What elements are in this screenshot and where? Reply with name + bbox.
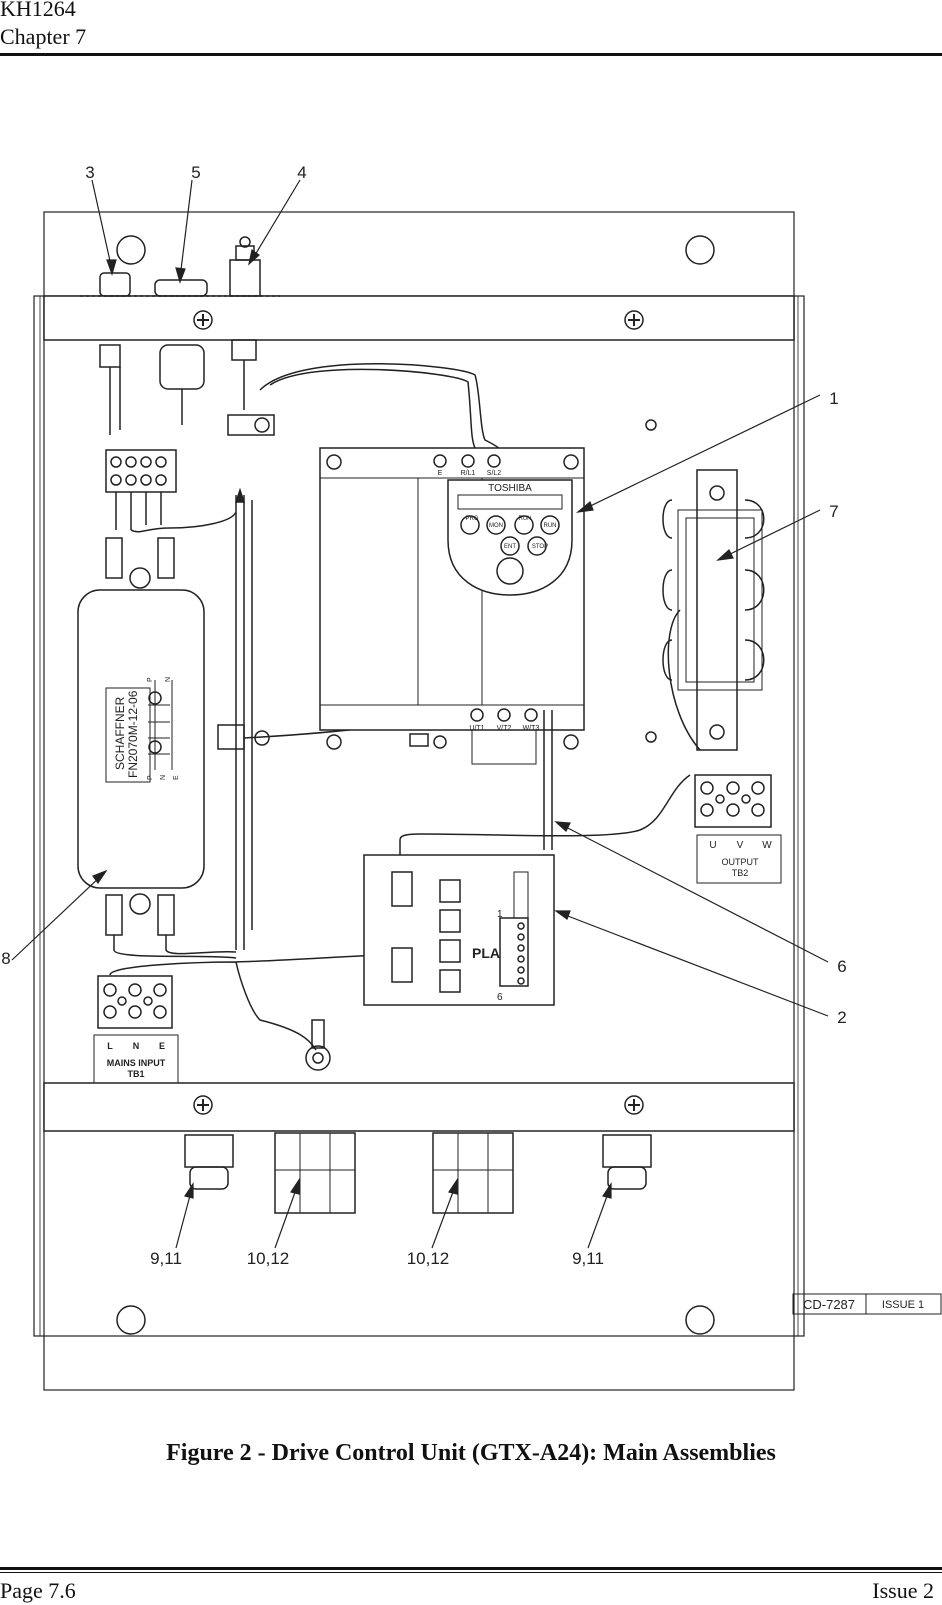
callout-6: 6 bbox=[837, 957, 846, 976]
callout-10-12-right: 10,12 bbox=[407, 1249, 450, 1268]
header-rule bbox=[0, 53, 942, 56]
output-phase-w: W bbox=[762, 840, 772, 851]
filter-pin-p-top: P bbox=[147, 677, 154, 682]
callout-4: 4 bbox=[297, 163, 306, 182]
callout-10-12-left: 10,12 bbox=[247, 1249, 290, 1268]
output-phase-u: U bbox=[709, 840, 716, 851]
mounting-hole bbox=[116, 1305, 146, 1335]
rail-screw bbox=[193, 1095, 213, 1115]
cable-gland bbox=[432, 1132, 514, 1214]
pla-pin-1: 1 bbox=[497, 909, 503, 920]
keypad-stop: STOP bbox=[532, 544, 548, 550]
pla-label: PLA bbox=[472, 945, 500, 961]
page-number: Page 7.6 bbox=[0, 1578, 76, 1603]
output-terminal-block bbox=[694, 774, 772, 828]
mounting-hole bbox=[685, 1305, 715, 1335]
pla-pin-6: 6 bbox=[497, 992, 503, 1003]
issue-label: Issue 2 bbox=[872, 1578, 934, 1603]
filter-pin-n-top: N bbox=[165, 677, 172, 682]
callout-9-11-left: 9,11 bbox=[150, 1249, 182, 1268]
enclosure-outline bbox=[43, 211, 795, 1391]
keypad-run-indicator: RUN bbox=[519, 516, 532, 522]
busbar-bracket bbox=[696, 469, 738, 751]
mains-phase-e: E bbox=[159, 1041, 165, 1051]
output-id: TB2 bbox=[732, 868, 749, 878]
inverter-brand: TOSHIBA bbox=[488, 483, 532, 494]
drawing-issue: ISSUE 1 bbox=[882, 1299, 924, 1311]
mains-phase-n: N bbox=[133, 1041, 140, 1051]
mounting-hole bbox=[685, 235, 715, 265]
terminal-s-l2: S/L2 bbox=[487, 470, 502, 477]
filter-pin-n-bottom: N bbox=[160, 775, 167, 780]
keypad-run: RUN bbox=[544, 523, 557, 529]
terminal-e: E bbox=[438, 470, 443, 477]
filter-pin-p-bottom: P bbox=[147, 775, 154, 780]
mounting-hole bbox=[116, 235, 146, 265]
earth-lug bbox=[305, 1045, 331, 1071]
emc-filter bbox=[77, 589, 205, 889]
cable-gland bbox=[184, 1134, 234, 1168]
callout-5: 5 bbox=[191, 163, 200, 182]
footer-rule bbox=[0, 1567, 942, 1570]
callout-7: 7 bbox=[829, 502, 838, 521]
output-phase-v: V bbox=[737, 840, 744, 851]
callout-3: 3 bbox=[85, 163, 94, 182]
keypad-ent: ENT bbox=[504, 544, 516, 550]
chapter-label: Chapter 7 bbox=[0, 24, 87, 49]
callout-9-11-right: 9,11 bbox=[572, 1249, 604, 1268]
terminal-v-t2: V/T2 bbox=[497, 725, 512, 732]
filter-pin-e-bottom: E bbox=[173, 775, 180, 780]
bottom-rail bbox=[43, 1082, 795, 1132]
rail-screw bbox=[624, 1095, 644, 1115]
assembly-diagram: SCHAFFNER FN2070M-12-06 P N P N E L N E … bbox=[1, 163, 942, 1391]
filter-model: FN2070M-12-06 bbox=[126, 690, 140, 778]
drawing-number: CD-7287 bbox=[803, 1297, 855, 1312]
mains-input-id: TB1 bbox=[127, 1069, 144, 1079]
keypad-mon: MON bbox=[489, 523, 503, 529]
top-rail bbox=[43, 295, 795, 341]
rail-screw bbox=[193, 310, 213, 330]
callout-8: 8 bbox=[1, 949, 10, 968]
footer-rule-thin bbox=[0, 1572, 942, 1573]
callout-2: 2 bbox=[837, 1008, 846, 1027]
mains-phase-l: L bbox=[107, 1041, 113, 1051]
mains-terminal-block bbox=[97, 975, 173, 1029]
terminal-block bbox=[105, 449, 177, 493]
cable-gland bbox=[274, 1132, 356, 1214]
callout-1: 1 bbox=[829, 389, 838, 408]
figure-caption: Figure 2 - Drive Control Unit (GTX-A24):… bbox=[166, 1440, 776, 1466]
terminal-r-l1: R/L1 bbox=[461, 470, 476, 477]
mains-input-title: MAINS INPUT bbox=[107, 1058, 166, 1068]
keypad-prg: PRG bbox=[465, 516, 478, 522]
terminal-w-t3: W/T3 bbox=[523, 725, 540, 732]
terminal-u-t1: U/T1 bbox=[469, 725, 484, 732]
document-id: KH1264 bbox=[0, 0, 76, 21]
drawing-ref-box bbox=[792, 1293, 942, 1315]
cable-gland bbox=[602, 1134, 652, 1168]
output-label-box bbox=[696, 834, 782, 884]
filter-brand: SCHAFFNER bbox=[113, 696, 127, 770]
output-title: OUTPUT bbox=[722, 857, 760, 867]
rail-screw bbox=[624, 310, 644, 330]
